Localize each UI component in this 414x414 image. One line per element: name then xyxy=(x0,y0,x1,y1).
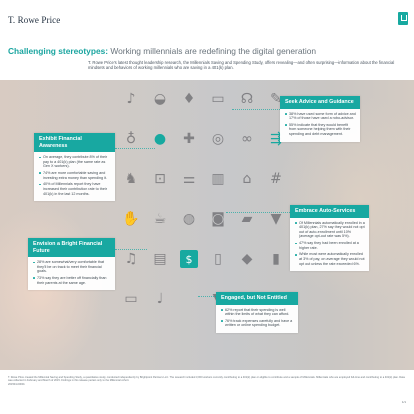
music-icon: ♫ xyxy=(124,251,138,267)
callout-auto-services: Embrace Auto-Services Of Millennials aut… xyxy=(290,205,369,272)
laptop-icon: ▭ xyxy=(124,291,138,307)
wallet-icon: ▭ xyxy=(211,91,225,107)
pizza-icon: ▼ xyxy=(270,211,282,227)
title-lead: Challenging stereotypes: xyxy=(8,46,109,56)
gamepad-icon: ✚ xyxy=(183,131,195,147)
connector-auto xyxy=(226,212,290,213)
bell-icon: ◆ xyxy=(241,251,253,267)
callout-bullet: 76% track expenses carefully and have a … xyxy=(221,319,294,328)
footnote: T. Rowe Price created the Millennial Sav… xyxy=(8,376,406,386)
chart-icon: ▥ xyxy=(211,171,225,187)
phone-icon: ▮ xyxy=(272,251,280,267)
dumbbell-icon: ⚌ xyxy=(182,171,196,187)
tie-icon: ♦ xyxy=(182,91,196,107)
hashtag-icon: # xyxy=(270,171,282,187)
page-subtitle: T. Rowe Price's latest thought leadershi… xyxy=(88,60,395,71)
callout-seek-advice: Seek Advice and Guidance 38% have used s… xyxy=(280,96,360,142)
headphones-icon: ☊ xyxy=(240,91,254,107)
bicycle-icon: ◎ xyxy=(211,131,225,147)
book-icon: ▤ xyxy=(153,251,167,267)
callout-bullet: 74% are more comfortable saving and inve… xyxy=(39,171,111,180)
footnote-text: T. Rowe Price created the Millennial Sav… xyxy=(8,376,405,383)
signpost-icon: ⇶ xyxy=(270,131,282,147)
callout-financial-awareness: Exhibit Financial Awareness On average, … xyxy=(34,133,115,202)
callout-bullet: 62% report that their spending is well w… xyxy=(221,308,294,317)
callout-heading: Embrace Auto-Services xyxy=(290,205,369,218)
callout-bright-future: Envision a Bright Financial Future 28% a… xyxy=(28,238,115,291)
document-id: 201504-00001 xyxy=(8,382,25,386)
car-icon: ▰ xyxy=(241,211,253,227)
callout-bullet: While most were automatically enrolled a… xyxy=(295,252,365,266)
callout-bullet: 28% are somewhat/very comfortable that t… xyxy=(33,260,111,274)
callout-heading: Envision a Bright Financial Future xyxy=(28,238,115,257)
callout-bullet: 55% indicate that they would benefit fro… xyxy=(285,123,356,137)
callout-bullet: 73% say they are better off financially … xyxy=(33,276,111,285)
callout-bullet: 38% have used some form of advice and 17… xyxy=(285,112,356,121)
camera-icon: ◙ xyxy=(211,211,225,227)
callout-bullet: On average, they contribute 8% of their … xyxy=(39,155,111,169)
handbag-icon: ◒ xyxy=(153,91,167,107)
pen-icon: ✎ xyxy=(270,91,282,107)
earbuds-icon: ♪ xyxy=(126,91,136,107)
callout-heading: Seek Advice and Guidance xyxy=(280,96,360,109)
icon-grid: ♪ ◒ ♦ ▭ ☊ ✎ ♁ ● ✚ ◎ ∞ ⇶ ♞ ⊡ ⚌ ▥ ⌂ # ✋ ☕ … xyxy=(122,90,292,322)
connector-future xyxy=(115,249,147,250)
dollar-icon: $ xyxy=(180,250,198,268)
guitar-icon: ♩ xyxy=(156,291,164,307)
callout-heading: Exhibit Financial Awareness xyxy=(34,133,115,152)
callout-bullet: 47% say they had been enrolled at a high… xyxy=(295,241,365,250)
callout-bullet: 40% of Millennials report they have incr… xyxy=(39,182,111,196)
callout-heading: Engaged, but Not Entitled xyxy=(216,292,298,305)
company-logo: T. Rowe Price xyxy=(8,15,61,25)
connector-engaged xyxy=(198,296,218,297)
bookmark-icon[interactable] xyxy=(398,12,408,25)
baby-bottle-icon: ♁ xyxy=(125,131,137,147)
folder-icon: ▯ xyxy=(214,251,222,267)
page-title: Challenging stereotypes: Working millenn… xyxy=(8,46,408,56)
title-rest: Working millennials are redefining the d… xyxy=(108,46,317,56)
cup-icon: ☕ xyxy=(153,211,167,227)
globe-icon: ◍ xyxy=(182,211,196,227)
dog-icon: ♞ xyxy=(124,171,138,187)
connector-awareness xyxy=(115,148,155,149)
glasses-icon: ∞ xyxy=(241,131,253,147)
hanger-icon: ⌂ xyxy=(242,171,252,187)
thumbs-up-icon: ✋ xyxy=(122,211,140,227)
callout-bullet: Of Millennials automatically enrolled in… xyxy=(295,221,365,239)
page-number: 1/1 xyxy=(401,400,406,404)
cart-icon: ⊡ xyxy=(154,171,166,187)
callout-engaged: Engaged, but Not Entitled 62% report tha… xyxy=(216,292,298,334)
connector-advice xyxy=(232,109,280,110)
piggy-bank-icon: ● xyxy=(153,131,167,147)
